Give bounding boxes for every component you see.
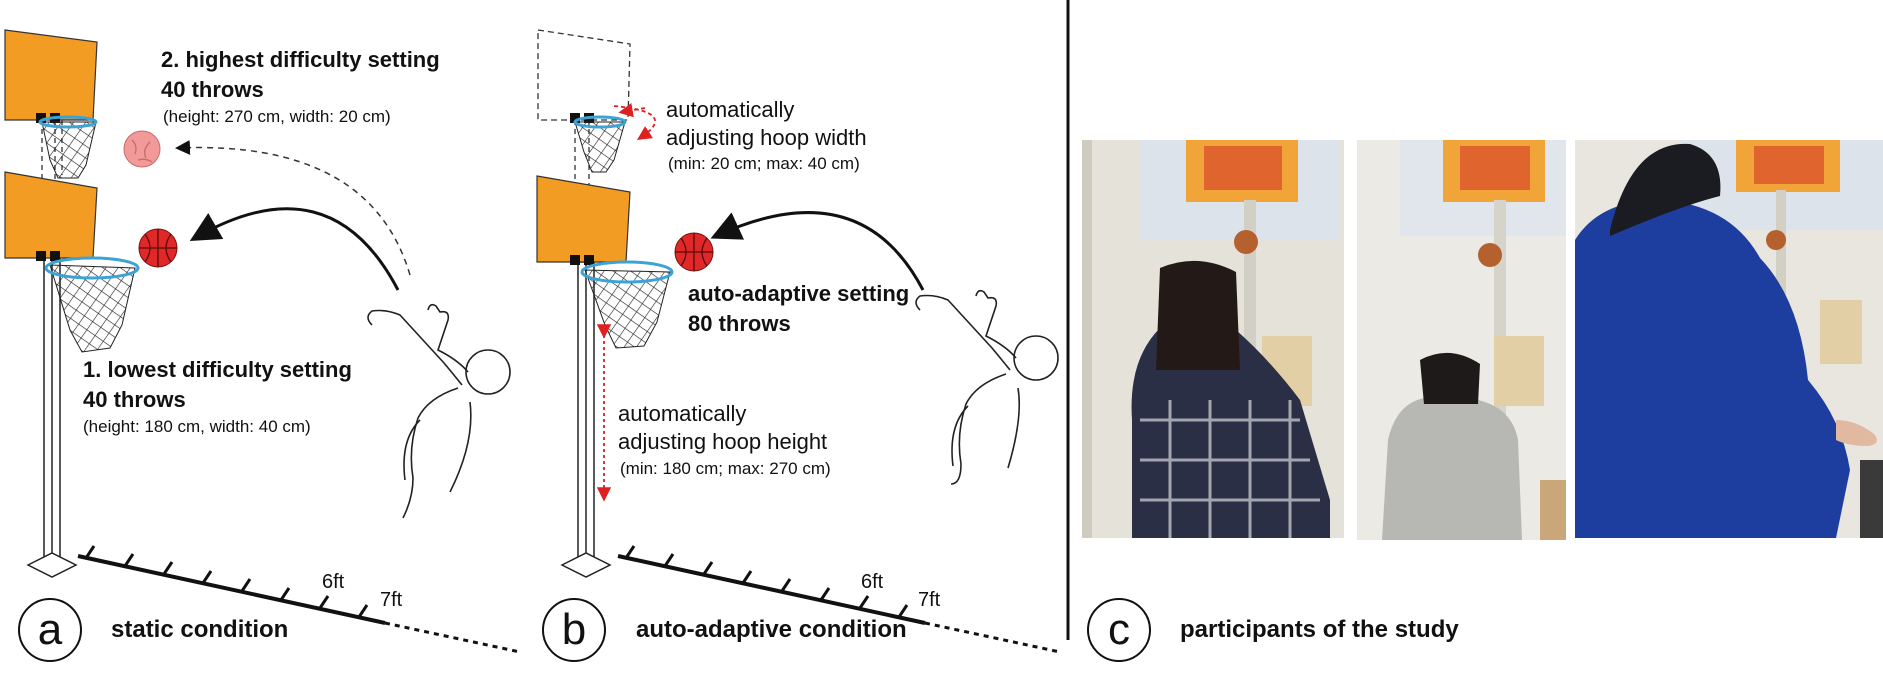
high-setting-throws: 40 throws [161,77,264,102]
width-range: (min: 20 cm; max: 40 cm) [668,154,860,173]
low-backboard [536,175,631,263]
height-label-line2: adjusting hoop height [618,429,828,454]
distance-ruler [617,545,1061,654]
dashed-backboard [537,29,631,121]
marker-7ft: 7ft [918,589,941,611]
marker-7ft: 7ft [380,589,403,611]
marker-6ft: 6ft [861,571,884,593]
panel-c-label: c [1087,598,1151,662]
thrower-figure [367,303,511,519]
hoop-pole [26,254,78,578]
high-backboard [4,29,98,121]
panel-c-caption: participants of the study [1180,616,1459,643]
height-label-line1: automatically [618,401,747,426]
distance-ruler [77,545,521,654]
thrower-figure [915,289,1059,485]
panel-a-label: a [18,598,82,662]
auto-setting-throws: 80 throws [688,311,791,336]
high-rim [38,115,98,129]
low-backboard [4,171,98,259]
panel-b-caption: auto-adaptive condition [636,616,907,643]
high-rim [573,115,627,129]
low-setting-title: 1. lowest difficulty setting [83,357,352,382]
high-setting-dims: (height: 270 cm, width: 20 cm) [163,107,391,126]
low-setting-throws: 40 throws [83,387,186,412]
participant-photo-2 [1357,140,1566,540]
auto-setting-title: auto-adaptive setting [688,281,910,306]
width-label-line1: automatically [666,97,795,122]
height-range: (min: 180 cm; max: 270 cm) [620,459,831,478]
high-setting-title: 2. highest difficulty setting [161,47,440,72]
ball [674,232,714,272]
low-rim [580,260,674,284]
low-setting-dims: (height: 180 cm, width: 40 cm) [83,417,311,436]
low-rim [44,256,140,280]
panel-a-art [4,29,521,654]
participant-photo-3 [1575,140,1883,538]
width-label-line2: adjusting hoop width [666,125,867,150]
hoop-pole [560,261,612,578]
participant-photo-1 [1082,140,1344,538]
panel-b-art [536,29,1061,654]
panel-b-label: b [542,598,606,662]
marker-6ft: 6ft [322,571,345,593]
ball [138,228,178,268]
panel-a-caption: static condition [111,616,289,643]
faded-ball [123,130,161,168]
